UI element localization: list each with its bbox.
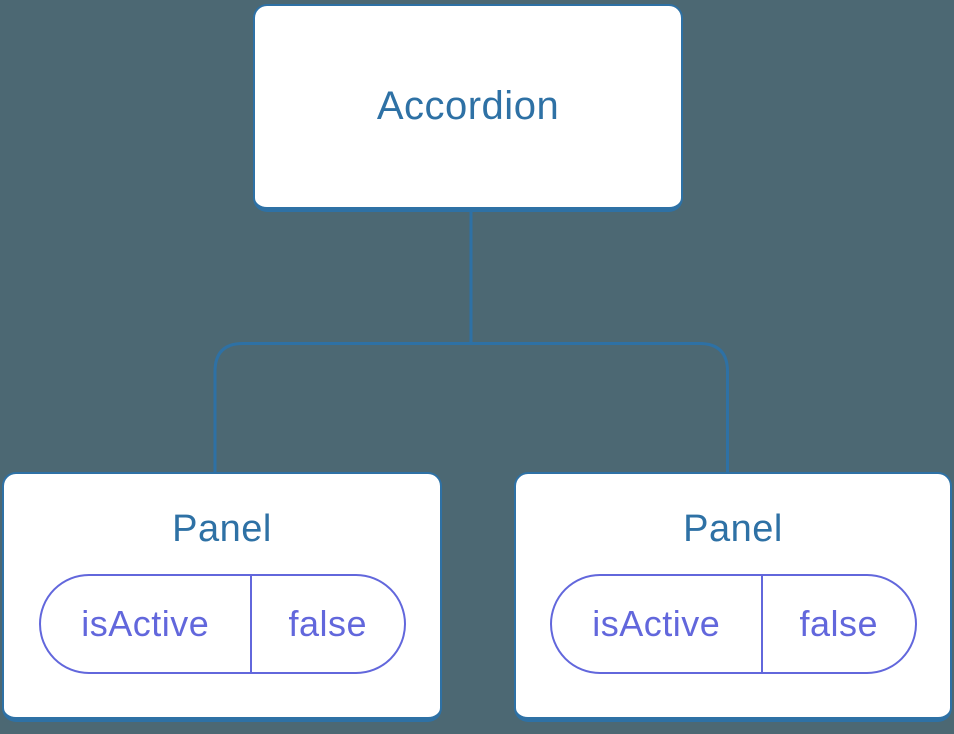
state-value: false [288, 603, 368, 644]
state-key: isActive [592, 603, 721, 644]
state-key-cell: isActive [41, 576, 253, 672]
panel-node-left: Panel isActive false [2, 472, 442, 722]
panel-node-label: Panel [172, 508, 272, 550]
accordion-node-label: Accordion [376, 84, 560, 128]
state-key-cell: isActive [552, 576, 764, 672]
panel-node-label: Panel [683, 508, 783, 550]
accordion-node: Accordion [253, 4, 683, 212]
state-key: isActive [81, 603, 210, 644]
panel-node-right: Panel isActive false [514, 472, 952, 722]
state-value-cell: false [763, 576, 914, 672]
state-pill: isActive false [38, 574, 406, 674]
state-value: false [799, 603, 879, 644]
state-pill: isActive false [549, 574, 917, 674]
state-value-cell: false [252, 576, 403, 672]
